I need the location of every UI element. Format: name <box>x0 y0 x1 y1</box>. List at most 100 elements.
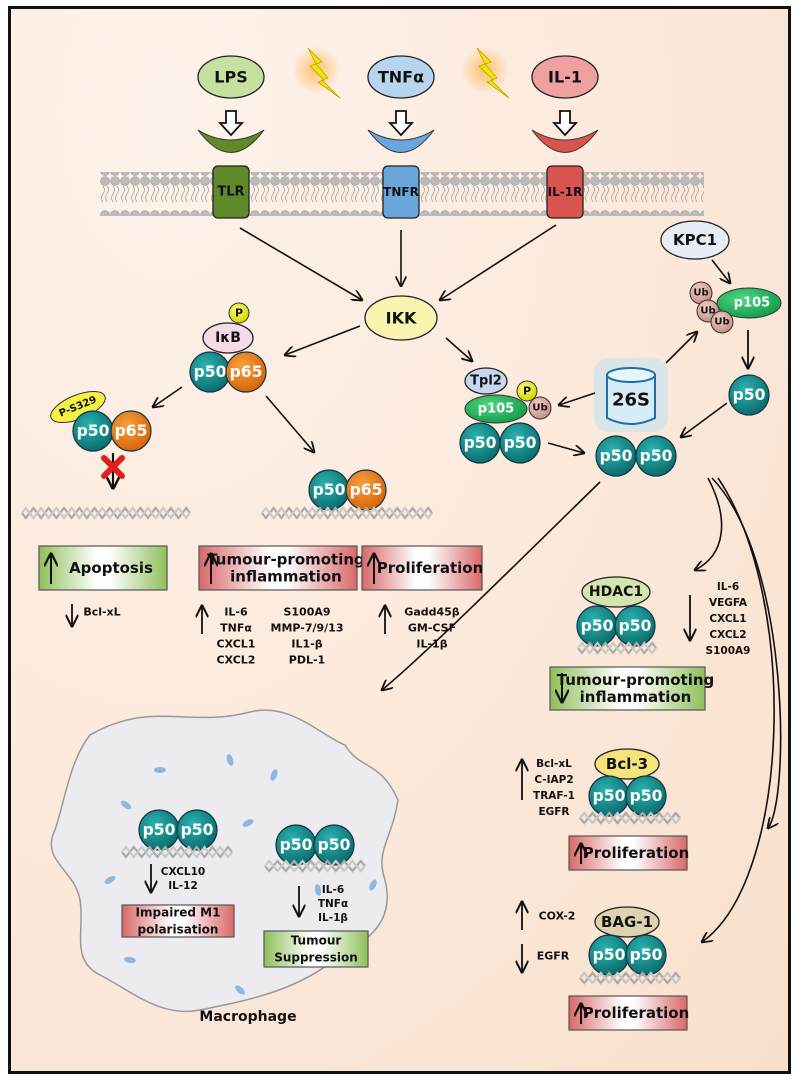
arrow-26s-ub <box>665 332 697 364</box>
arrow-to-p50-dimer <box>547 442 584 453</box>
bcl3-genes-item: Bcl-xL <box>536 758 572 770</box>
p50-subunit-label: p50 <box>593 946 626 964</box>
ligand-il1: IL-1 <box>531 55 599 99</box>
hdac1-genes-item: CXCL1 <box>709 613 746 625</box>
bcl3-genes-item: C-IAP2 <box>534 774 573 786</box>
ligand-binding-arrow-icon <box>551 110 579 137</box>
bcl3-genes-item: EGFR <box>538 806 569 818</box>
ligand-binding-arrow-icon <box>387 110 415 137</box>
ubiquitin-label: Ub <box>714 317 729 328</box>
p50-subunit: p50 <box>459 422 501 464</box>
apoptosis-box-label: Apoptosis <box>69 559 153 577</box>
organelle <box>120 800 132 810</box>
p50-subunit-label: p50 <box>464 434 497 452</box>
p50-subunit: p50 <box>499 422 541 464</box>
arrow-kpc1-p105 <box>711 259 730 283</box>
hdac1-protein: HDAC1 <box>581 576 651 608</box>
receptor-il-1r: IL-1R <box>531 129 599 219</box>
p50-subunit: p50 <box>588 775 630 817</box>
p50-subunit-label: p50 <box>194 363 227 381</box>
p50-subunit-label: p50 <box>313 481 346 499</box>
proliferation-genes-item: Gadd45β <box>404 606 460 619</box>
macrophage-label: Macrophage <box>199 1009 296 1025</box>
arrow-to-bag1 <box>702 477 775 942</box>
organelle <box>270 769 278 781</box>
receptor-label: TNFR <box>383 185 419 199</box>
p65-subunit-label: p65 <box>350 481 383 499</box>
p50-subunit: p50 <box>728 374 770 416</box>
organelle <box>314 884 322 896</box>
p50-subunit-label: p50 <box>318 836 351 854</box>
p50-subunit: p50 <box>138 809 180 851</box>
hdac1-protein-label: HDAC1 <box>589 584 643 600</box>
bcl3-protein-label: Bcl-3 <box>606 755 648 773</box>
proliferation-box-label: Proliferation <box>377 559 484 577</box>
impaired-m1-polarisation-box-label: Impaired M1 <box>136 906 221 920</box>
tumour-promoting-inflammation-box-label: Tumour-promoting <box>207 551 365 569</box>
tumour-promoting-inflammation-box-label: inflammation <box>230 568 342 586</box>
p50-subunit: p50 <box>595 435 637 477</box>
p65-subunit-label: p65 <box>115 422 148 440</box>
p50-subunit-label: p50 <box>77 422 110 440</box>
receptor-label: TLR <box>217 185 244 200</box>
arrow-ikk-ikb <box>285 325 361 355</box>
arrow-to-p50p65-dna <box>265 395 314 452</box>
p50-subunit-label: p50 <box>143 821 176 839</box>
proliferation-genes-item: GM-CSF <box>408 622 456 635</box>
tpl2-protein: Tpl2 <box>464 367 508 395</box>
tumour-suppression-box-label: Suppression <box>274 951 358 965</box>
ikk-complex: IKK <box>364 295 438 341</box>
arrow-to-hdac1 <box>695 477 723 570</box>
p50-subunit: p50 <box>576 605 618 647</box>
p50-subunit-label: p50 <box>581 617 614 635</box>
tumour-promoting-inflammation-box-label: inflammation <box>580 688 692 706</box>
receptor-label: IL-1R <box>548 185 583 199</box>
phosphate-icon <box>516 380 538 402</box>
arrow-il1r-ikk <box>440 224 557 300</box>
proteasome-label: 26S <box>612 390 650 411</box>
impaired-m1-polarisation-box-label: polarisation <box>138 923 219 937</box>
p50-subunit-label: p50 <box>504 434 537 452</box>
p50-subunit: p50 <box>313 824 355 866</box>
dna-strand <box>577 641 657 655</box>
organelle <box>235 985 245 995</box>
p50-subunit: p50 <box>635 435 677 477</box>
kpc1-protein-label: KPC1 <box>673 231 717 249</box>
proliferation-box-label: Proliferation <box>583 1004 690 1022</box>
p50-subunit: p50 <box>308 469 350 511</box>
tpl2-protein-label: Tpl2 <box>470 374 502 389</box>
dna-strand <box>261 506 433 520</box>
ikb-protein: IκB <box>202 322 254 354</box>
m1-genes-item: CXCL10 <box>161 866 205 878</box>
p105-label: p105 <box>734 296 770 311</box>
receptor-tnfr: TNFR <box>367 129 435 219</box>
ubiquitin-icon <box>710 310 734 334</box>
p50-subunit-label: p50 <box>733 386 766 404</box>
arrow-26s-p105 <box>559 392 596 405</box>
ligand-lps-label: LPS <box>214 68 247 87</box>
p50-subunit-label: p50 <box>600 447 633 465</box>
proliferation-box: Proliferation <box>568 835 689 871</box>
bag1-genes-up-item: COX-2 <box>539 910 576 923</box>
p50-subunit: p50 <box>625 934 667 976</box>
organelle <box>154 767 166 773</box>
lightning-icon <box>476 47 510 99</box>
phosphate-icon <box>228 302 250 324</box>
p50-subunit-label: p50 <box>640 447 673 465</box>
ligand-il1-label: IL-1 <box>548 68 582 87</box>
proteasome-26s: 26S <box>594 358 668 432</box>
dna-strand <box>264 859 366 873</box>
p105-label: p105 <box>478 402 514 417</box>
suppression-genes-item: TNFα <box>318 898 348 910</box>
p50-subunit-label: p50 <box>181 821 214 839</box>
p50-subunit: p50 <box>275 824 317 866</box>
phosphate-label: P <box>523 385 531 398</box>
